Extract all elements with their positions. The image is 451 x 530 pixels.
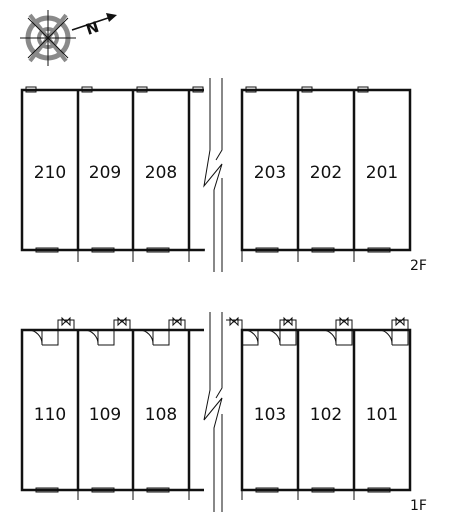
unit-202: 202 [310,163,342,183]
compass-icon: N [20,10,117,66]
floor-1f: 110 109 108 103 102 101 1F [20,312,427,514]
unit-201: 201 [366,163,398,183]
unit-102: 102 [310,405,342,425]
unit-103: 103 [254,405,286,425]
unit-209: 209 [89,163,121,183]
floor-label-2f: 2F [410,258,427,274]
unit-108: 108 [145,405,177,425]
floor-2f: 210 209 208 203 202 201 2F [20,78,427,274]
unit-208: 208 [145,163,177,183]
unit-109: 109 [89,405,121,425]
unit-110: 110 [34,405,66,425]
compass-north-label: N [84,18,102,39]
unit-210: 210 [34,163,66,183]
unit-203: 203 [254,163,286,183]
unit-101: 101 [366,405,398,425]
floor-label-1f: 1F [410,498,427,514]
entrances-1f [27,316,409,346]
